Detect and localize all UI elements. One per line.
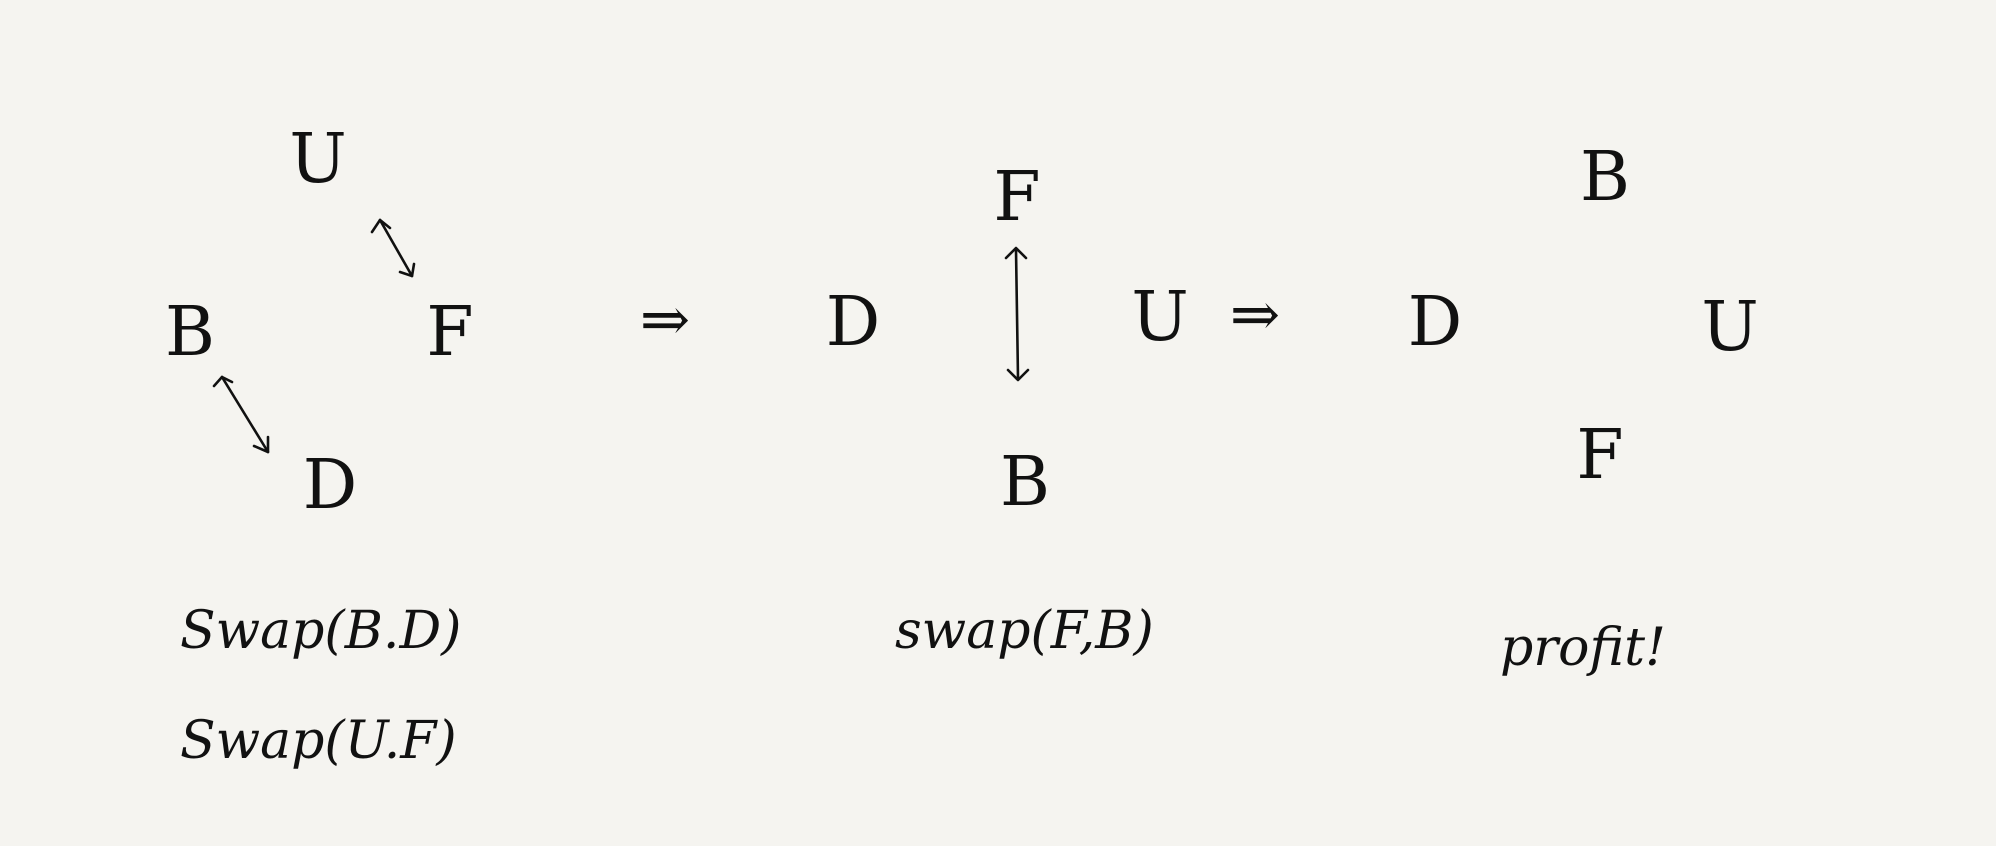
stage-3-node-left: D bbox=[1408, 283, 1463, 362]
stage-1-label-1: Swap(B.D) bbox=[180, 601, 461, 661]
stage-2-node-top: F bbox=[993, 158, 1040, 237]
implies-arrow-1: ⇒ bbox=[640, 285, 690, 355]
stage-3: B D U F profit! bbox=[1408, 138, 1759, 678]
stage-2-node-left: D bbox=[826, 283, 881, 362]
stage-3-label-1: profit! bbox=[1500, 618, 1666, 678]
stage-1: U B F D Swap(B.D) Swap(U.F) bbox=[165, 120, 474, 771]
stage-1-node-bottom: D bbox=[303, 446, 358, 525]
stage-1-node-left: B bbox=[165, 293, 215, 372]
stage-2-label-1: swap(F,B) bbox=[895, 601, 1154, 661]
stage-1-node-right: F bbox=[426, 293, 473, 372]
implies-arrow-2: ⇒ bbox=[1230, 280, 1280, 350]
swap-arrow-b-d bbox=[212, 375, 270, 454]
stage-1-label-2: Swap(U.F) bbox=[180, 711, 457, 771]
stage-3-node-top: B bbox=[1580, 138, 1630, 217]
stage-2-node-bottom: B bbox=[1000, 443, 1050, 522]
stage-3-node-bottom: F bbox=[1576, 416, 1623, 495]
stage-2-node-right: U bbox=[1131, 278, 1188, 357]
stage-3-node-right: U bbox=[1701, 288, 1758, 367]
swap-arrow-f-b bbox=[1004, 246, 1030, 382]
stage-1-node-top: U bbox=[289, 120, 346, 199]
swap-arrow-u-f bbox=[370, 218, 416, 278]
stage-2: F D U B swap(F,B) bbox=[826, 158, 1189, 661]
